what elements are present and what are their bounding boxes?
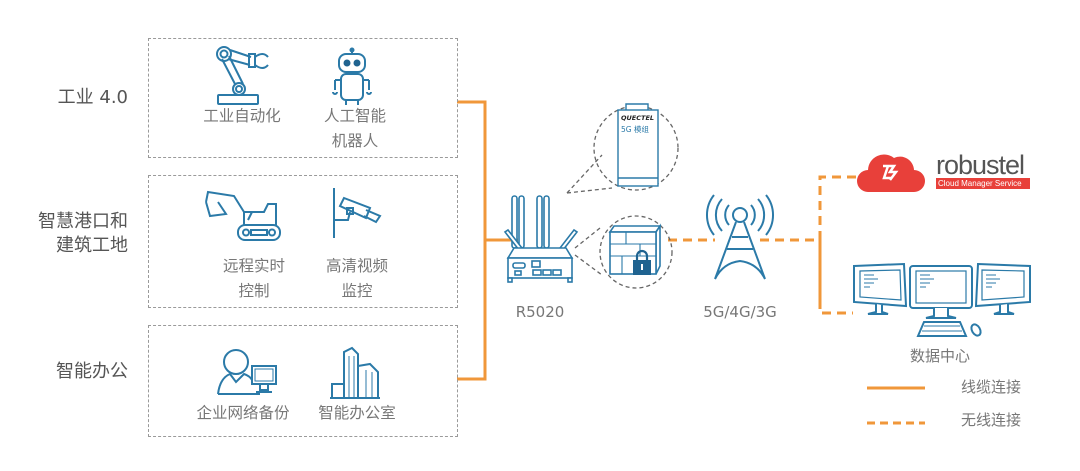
item-label-industrial-automation: 工业自动化 [192,104,292,129]
router-label: R5020 [515,303,565,321]
office-building-icon [330,346,380,399]
legend-label-wireless: 无线连接 [961,411,1022,429]
category-label-smart-office: 智能办公 [40,360,128,384]
item-label-line: 机器人 [331,132,379,150]
group-industry [148,38,458,158]
5g-module-icon: QUECTEL 5G 模组 [617,103,659,187]
category-label-line: 建筑工地 [56,235,128,256]
security-camera-icon [333,188,382,238]
firewall-callout-circle [599,215,673,289]
wireless-line-cloud [818,175,858,300]
group-port-construction [148,175,458,308]
wired-line-office [457,240,487,381]
item-label-line: 监控 [341,282,373,300]
category-label-port-construction: 智慧港口和 建筑工地 [22,210,128,258]
wired-line-industry [457,100,487,240]
category-label-line: 工业 4.0 [57,87,128,108]
firewall-lock-icon [608,223,662,275]
excavator-icon [205,190,281,241]
item-label-remote-control: 远程实时 控制 [204,254,304,304]
module-text: 5G 模组 [621,124,649,134]
legend-solid-line [867,386,925,390]
legend-label-wired: 线缆连接 [961,378,1022,396]
router-icon [503,195,579,283]
item-label-smart-office-room: 智能办公室 [307,401,407,426]
callout-dashes [566,105,679,289]
cloud-brand-logo: robustel Cloud Manager Service [936,152,1030,189]
cloud-icon [857,154,925,192]
data-center-label: 数据中心 [909,347,970,365]
legend-dashed-line [867,421,925,425]
item-label-line: 工业自动化 [203,107,281,125]
robot-icon [332,47,372,105]
cell-tower-icon [705,194,775,280]
category-label-line: 智慧港口和 [38,211,128,232]
category-label-line: 智能办公 [56,361,128,382]
tower-label: 5G/4G/3G [703,303,777,321]
item-label-network-backup: 企业网络备份 [183,401,303,426]
group-smart-office [148,325,458,437]
category-label-industry: 工业 4.0 [40,86,128,110]
robotic-arm-icon [216,46,269,105]
legend: 线缆连接 无线连接 [865,372,1065,442]
wireless-line-datacenter [818,240,853,315]
item-label-line: 智能办公室 [318,404,396,422]
item-label-line: 企业网络备份 [196,404,290,422]
cloud-brand-subtitle: Cloud Manager Service [936,178,1030,189]
item-label-ai-robot: 人工智能 机器人 [305,104,405,154]
item-label-line: 远程实时 [222,257,285,275]
item-label-line: 高清视频 [325,257,388,275]
user-computer-icon [217,349,277,395]
module-brand-text: QUECTEL [621,114,654,122]
item-label-hd-video: 高清视频 监控 [307,254,407,304]
cloud-brand-name: robustel [936,150,1025,180]
monitors-icon [853,262,1031,337]
item-label-line: 控制 [238,282,270,300]
wireless-connections [668,175,858,315]
item-label-line: 人工智能 [323,107,386,125]
